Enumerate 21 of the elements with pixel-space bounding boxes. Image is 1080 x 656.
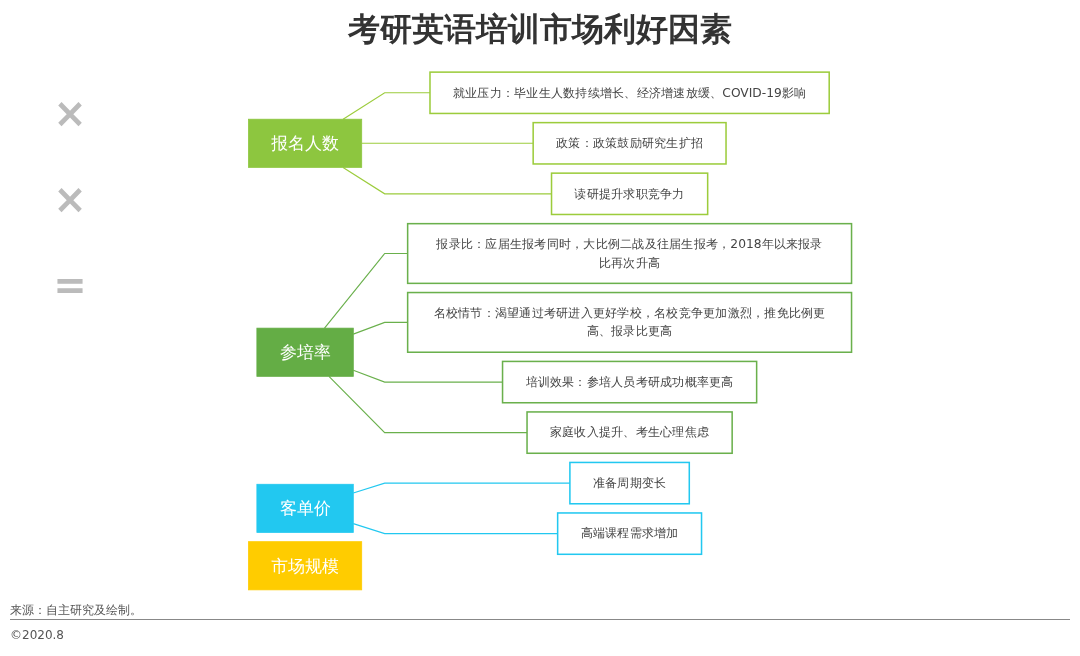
node-box: 高端课程需求增加 bbox=[556, 512, 703, 556]
node-box: 客单价 bbox=[256, 483, 354, 533]
source-note: 来源：自主研究及绘制。 bbox=[10, 603, 142, 617]
connector bbox=[361, 142, 534, 144]
node-box: 报名人数 bbox=[248, 118, 363, 168]
node-box: 政策：政策鼓励研究生扩招 bbox=[532, 121, 727, 165]
node-box: 就业压力：毕业生人数持续增长、经济增速放缓、COVID-19影响 bbox=[429, 71, 830, 115]
node-box: 准备周期变长 bbox=[569, 461, 691, 505]
connector bbox=[328, 375, 528, 434]
operator-sign: × bbox=[53, 176, 87, 222]
node-box: 家庭收入提升、考生心理焦虑 bbox=[526, 411, 733, 455]
diagram-title: 考研英语培训市场利好因素 bbox=[347, 9, 733, 50]
node-box: 市场规模 bbox=[248, 541, 363, 591]
node-box: 读研提升求职竞争力 bbox=[550, 172, 709, 216]
node-box: 参培率 bbox=[256, 327, 354, 377]
operator-sign: × bbox=[53, 90, 87, 136]
operator-sign: = bbox=[53, 262, 87, 308]
copyright-note: ©2020.8 bbox=[10, 628, 64, 642]
node-box: 培训效果：参培人员考研成功概率更高 bbox=[501, 360, 758, 404]
node-box: 报录比：应届生报考同时，大比例二战及往届生报考，2018年以来报录比再次升高 bbox=[406, 222, 853, 285]
node-box: 名校情节：渴望通过考研进入更好学校，名校竞争更加激烈，推免比例更高、报录比更高 bbox=[406, 291, 853, 353]
